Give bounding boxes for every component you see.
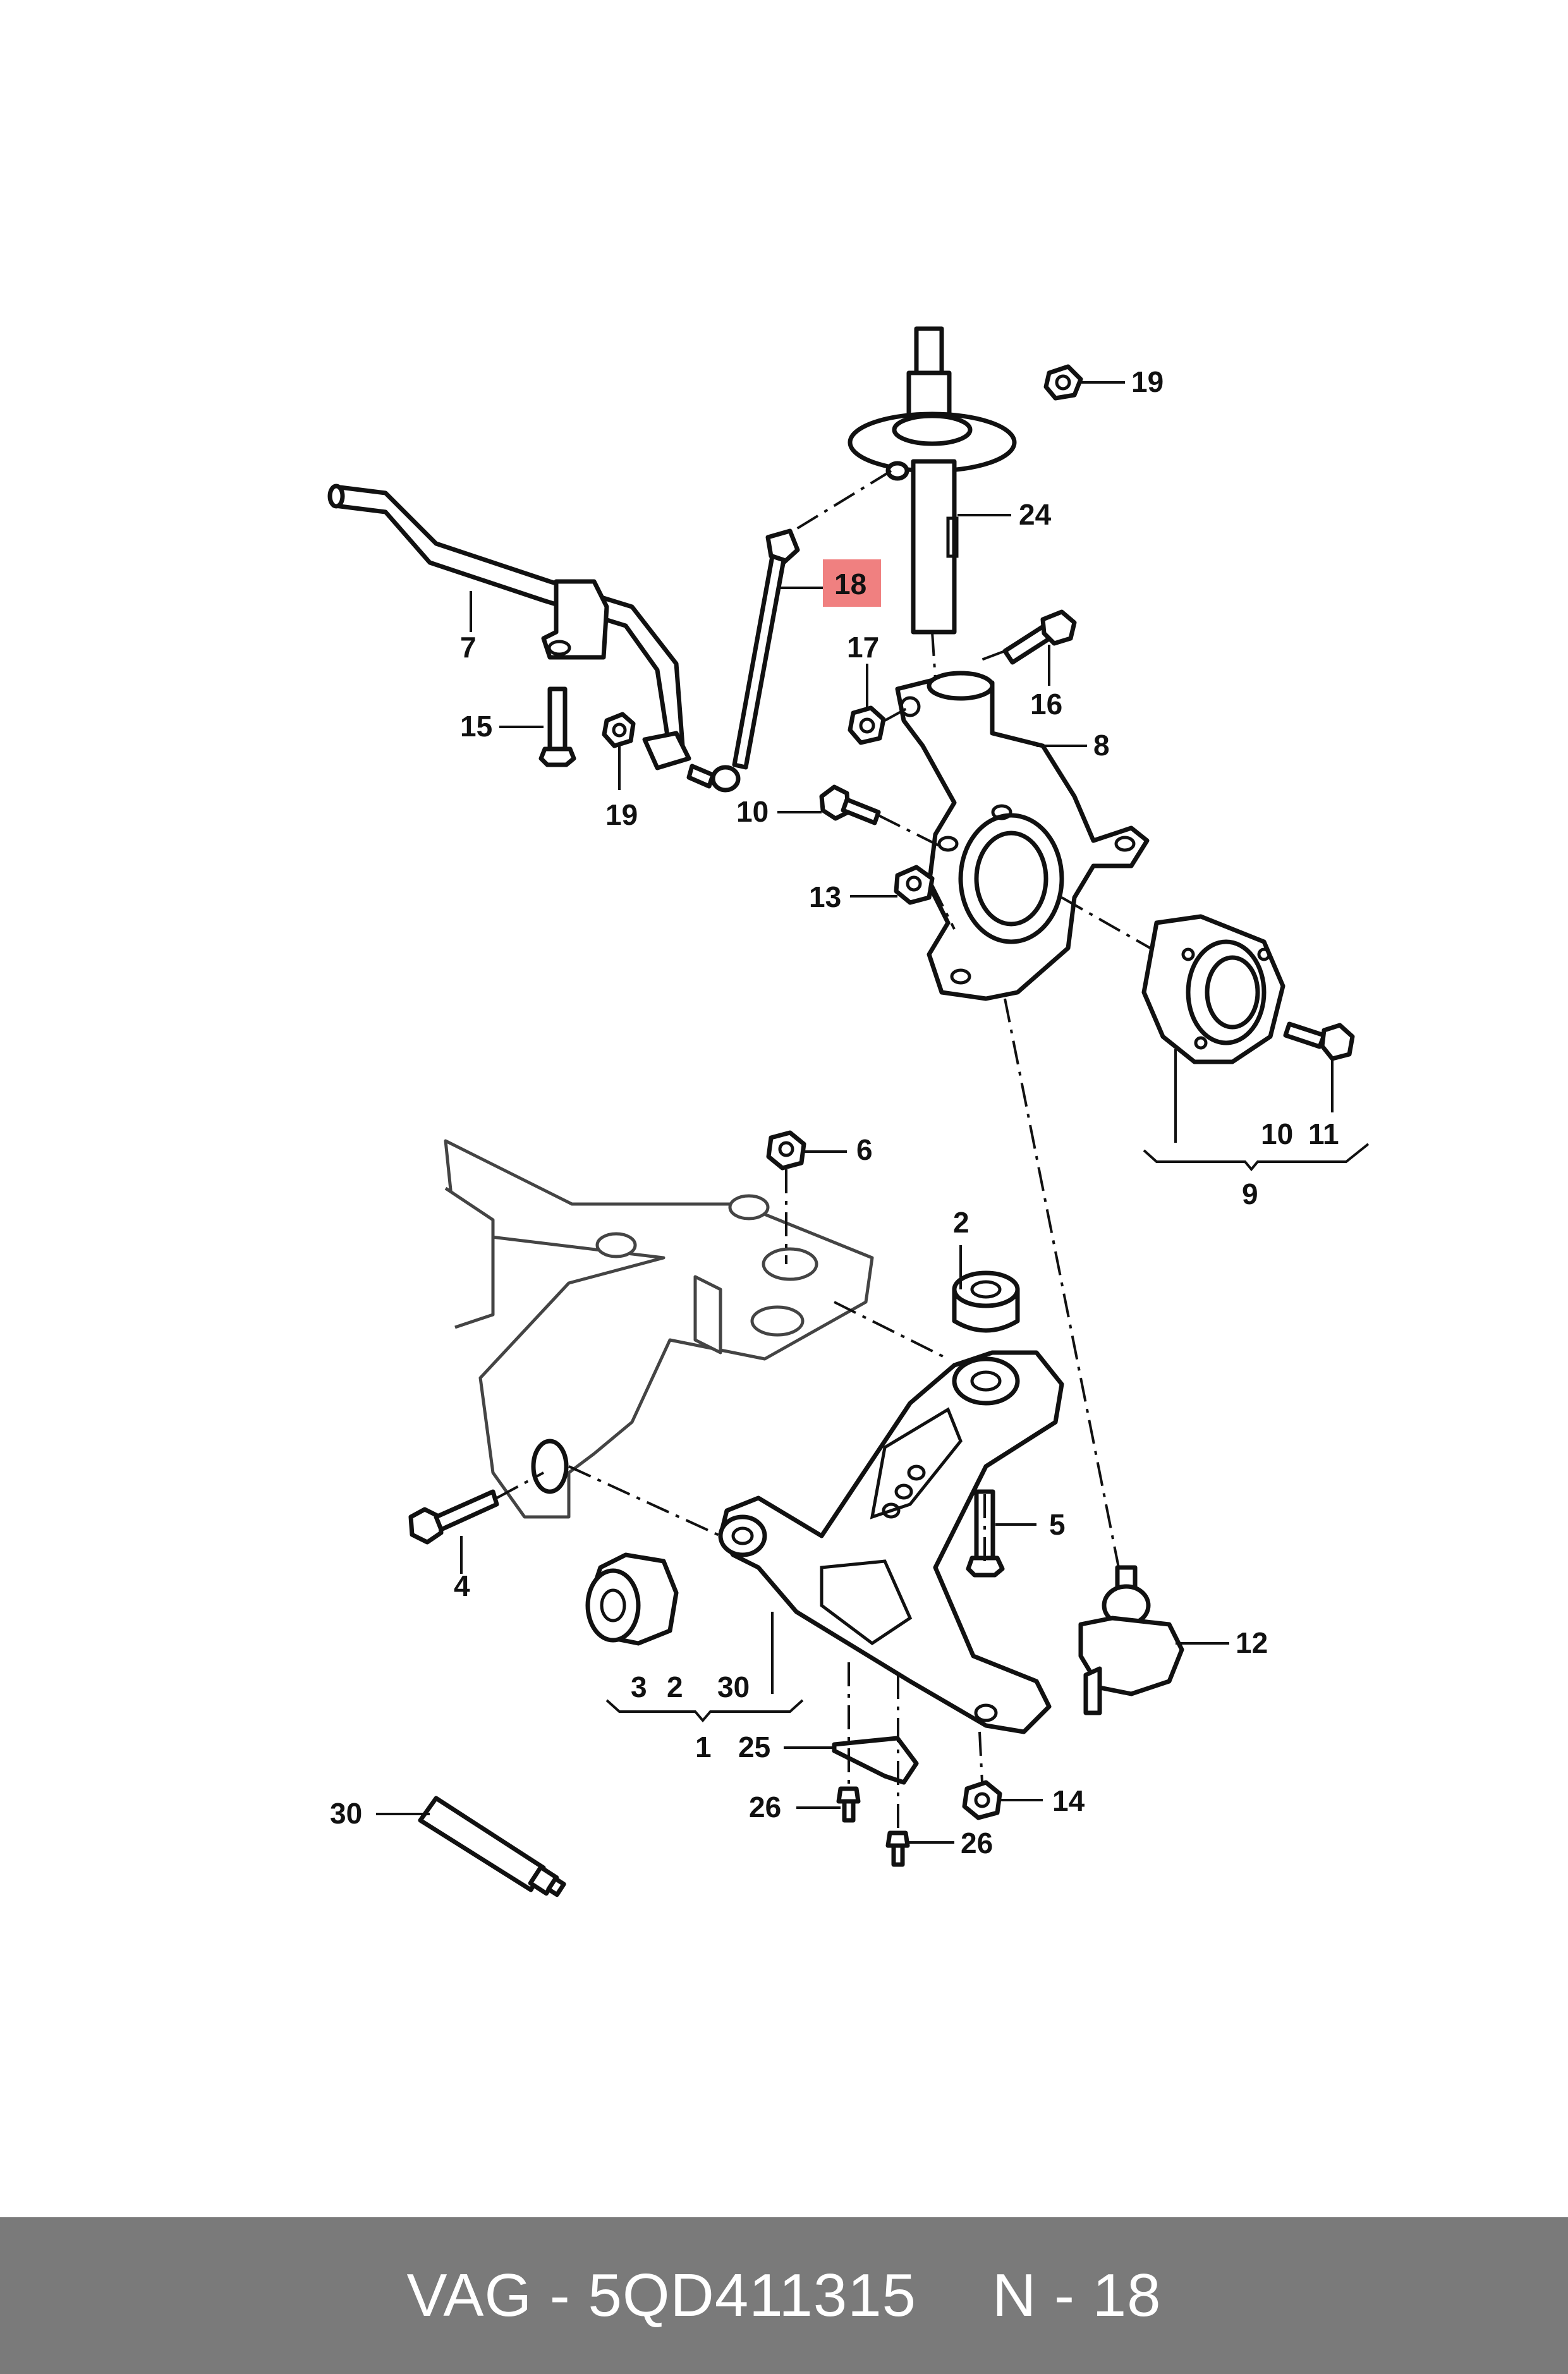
assembly-lines — [496, 470, 1151, 1833]
subframe — [444, 1139, 874, 1519]
callout-13: 13 — [809, 880, 841, 913]
strut-24 — [848, 326, 1017, 635]
screw-26-right — [885, 1830, 910, 1867]
ball-joint-12 — [1078, 1565, 1184, 1715]
parts-diagram: 19 24 18 7 17 16 8 15 19 10 13 10 11 9 6… — [327, 326, 1370, 1897]
leader-lines — [376, 381, 1370, 1844]
nut-19-top — [1043, 364, 1083, 401]
nut-14 — [962, 1780, 1002, 1820]
callout-24: 24 — [1019, 498, 1052, 531]
callout-2-lower: 2 — [667, 1671, 683, 1703]
callout-9: 9 — [1242, 1178, 1258, 1210]
callout-14: 14 — [1052, 1784, 1085, 1817]
callout-8: 8 — [1093, 729, 1110, 762]
part-number: VAG - 5QD411315 — [406, 2261, 917, 2329]
bolt-10 — [819, 784, 881, 825]
bush-2 — [952, 1270, 1020, 1333]
callout-15: 15 — [460, 710, 492, 743]
callout-4: 4 — [454, 1569, 470, 1602]
callout-18: 18 — [834, 568, 866, 600]
callout-19-left: 19 — [605, 798, 638, 831]
stabiliser-bar-7 — [327, 484, 685, 755]
bolt-11 — [1283, 1021, 1355, 1061]
callout-30-arm: 30 — [717, 1671, 750, 1703]
grease-tube-30 — [418, 1796, 566, 1897]
callout-3: 3 — [631, 1671, 647, 1703]
bush-3 — [585, 1552, 679, 1646]
callout-5: 5 — [1049, 1508, 1066, 1541]
callout-16: 16 — [1030, 688, 1062, 721]
callout-1: 1 — [695, 1731, 712, 1763]
callout-2-upper: 2 — [953, 1206, 969, 1239]
bolt-16 — [1002, 609, 1077, 665]
screw-26-left — [836, 1786, 861, 1823]
callout-11: 11 — [1308, 1117, 1339, 1150]
callout-7: 7 — [460, 631, 477, 664]
nut-13 — [894, 865, 935, 905]
coupling-rod-18 — [642, 528, 800, 793]
callout-10-bolt: 10 — [736, 795, 769, 828]
callout-6: 6 — [856, 1133, 873, 1166]
callout-10-hub: 10 — [1261, 1117, 1293, 1150]
nut-6 — [766, 1130, 806, 1171]
callout-26-right: 26 — [961, 1827, 993, 1860]
nut-19-left — [602, 712, 636, 748]
callout-26-left: 26 — [749, 1791, 781, 1823]
diagram-position: N - 18 — [992, 2261, 1162, 2329]
callout-30-tube: 30 — [330, 1797, 362, 1830]
callout-12: 12 — [1236, 1626, 1268, 1659]
plate-25 — [832, 1736, 919, 1785]
footer-bar: VAG - 5QD411315 N - 18 — [0, 2217, 1568, 2374]
bolt-15 — [538, 686, 576, 767]
wishbone-1 — [718, 1350, 1064, 1734]
highlight-18 — [823, 559, 881, 607]
wheel-hub-9 — [1141, 914, 1285, 1064]
nut-17 — [848, 705, 886, 745]
callout-17: 17 — [847, 631, 879, 664]
wheel-bearing-housing-8 — [895, 671, 1150, 1001]
bolt-4 — [408, 1489, 499, 1545]
callout-25: 25 — [738, 1731, 770, 1763]
callouts: 19 24 18 7 17 16 8 15 19 10 13 10 11 9 6… — [330, 365, 1339, 1860]
callout-19-top: 19 — [1131, 365, 1164, 398]
